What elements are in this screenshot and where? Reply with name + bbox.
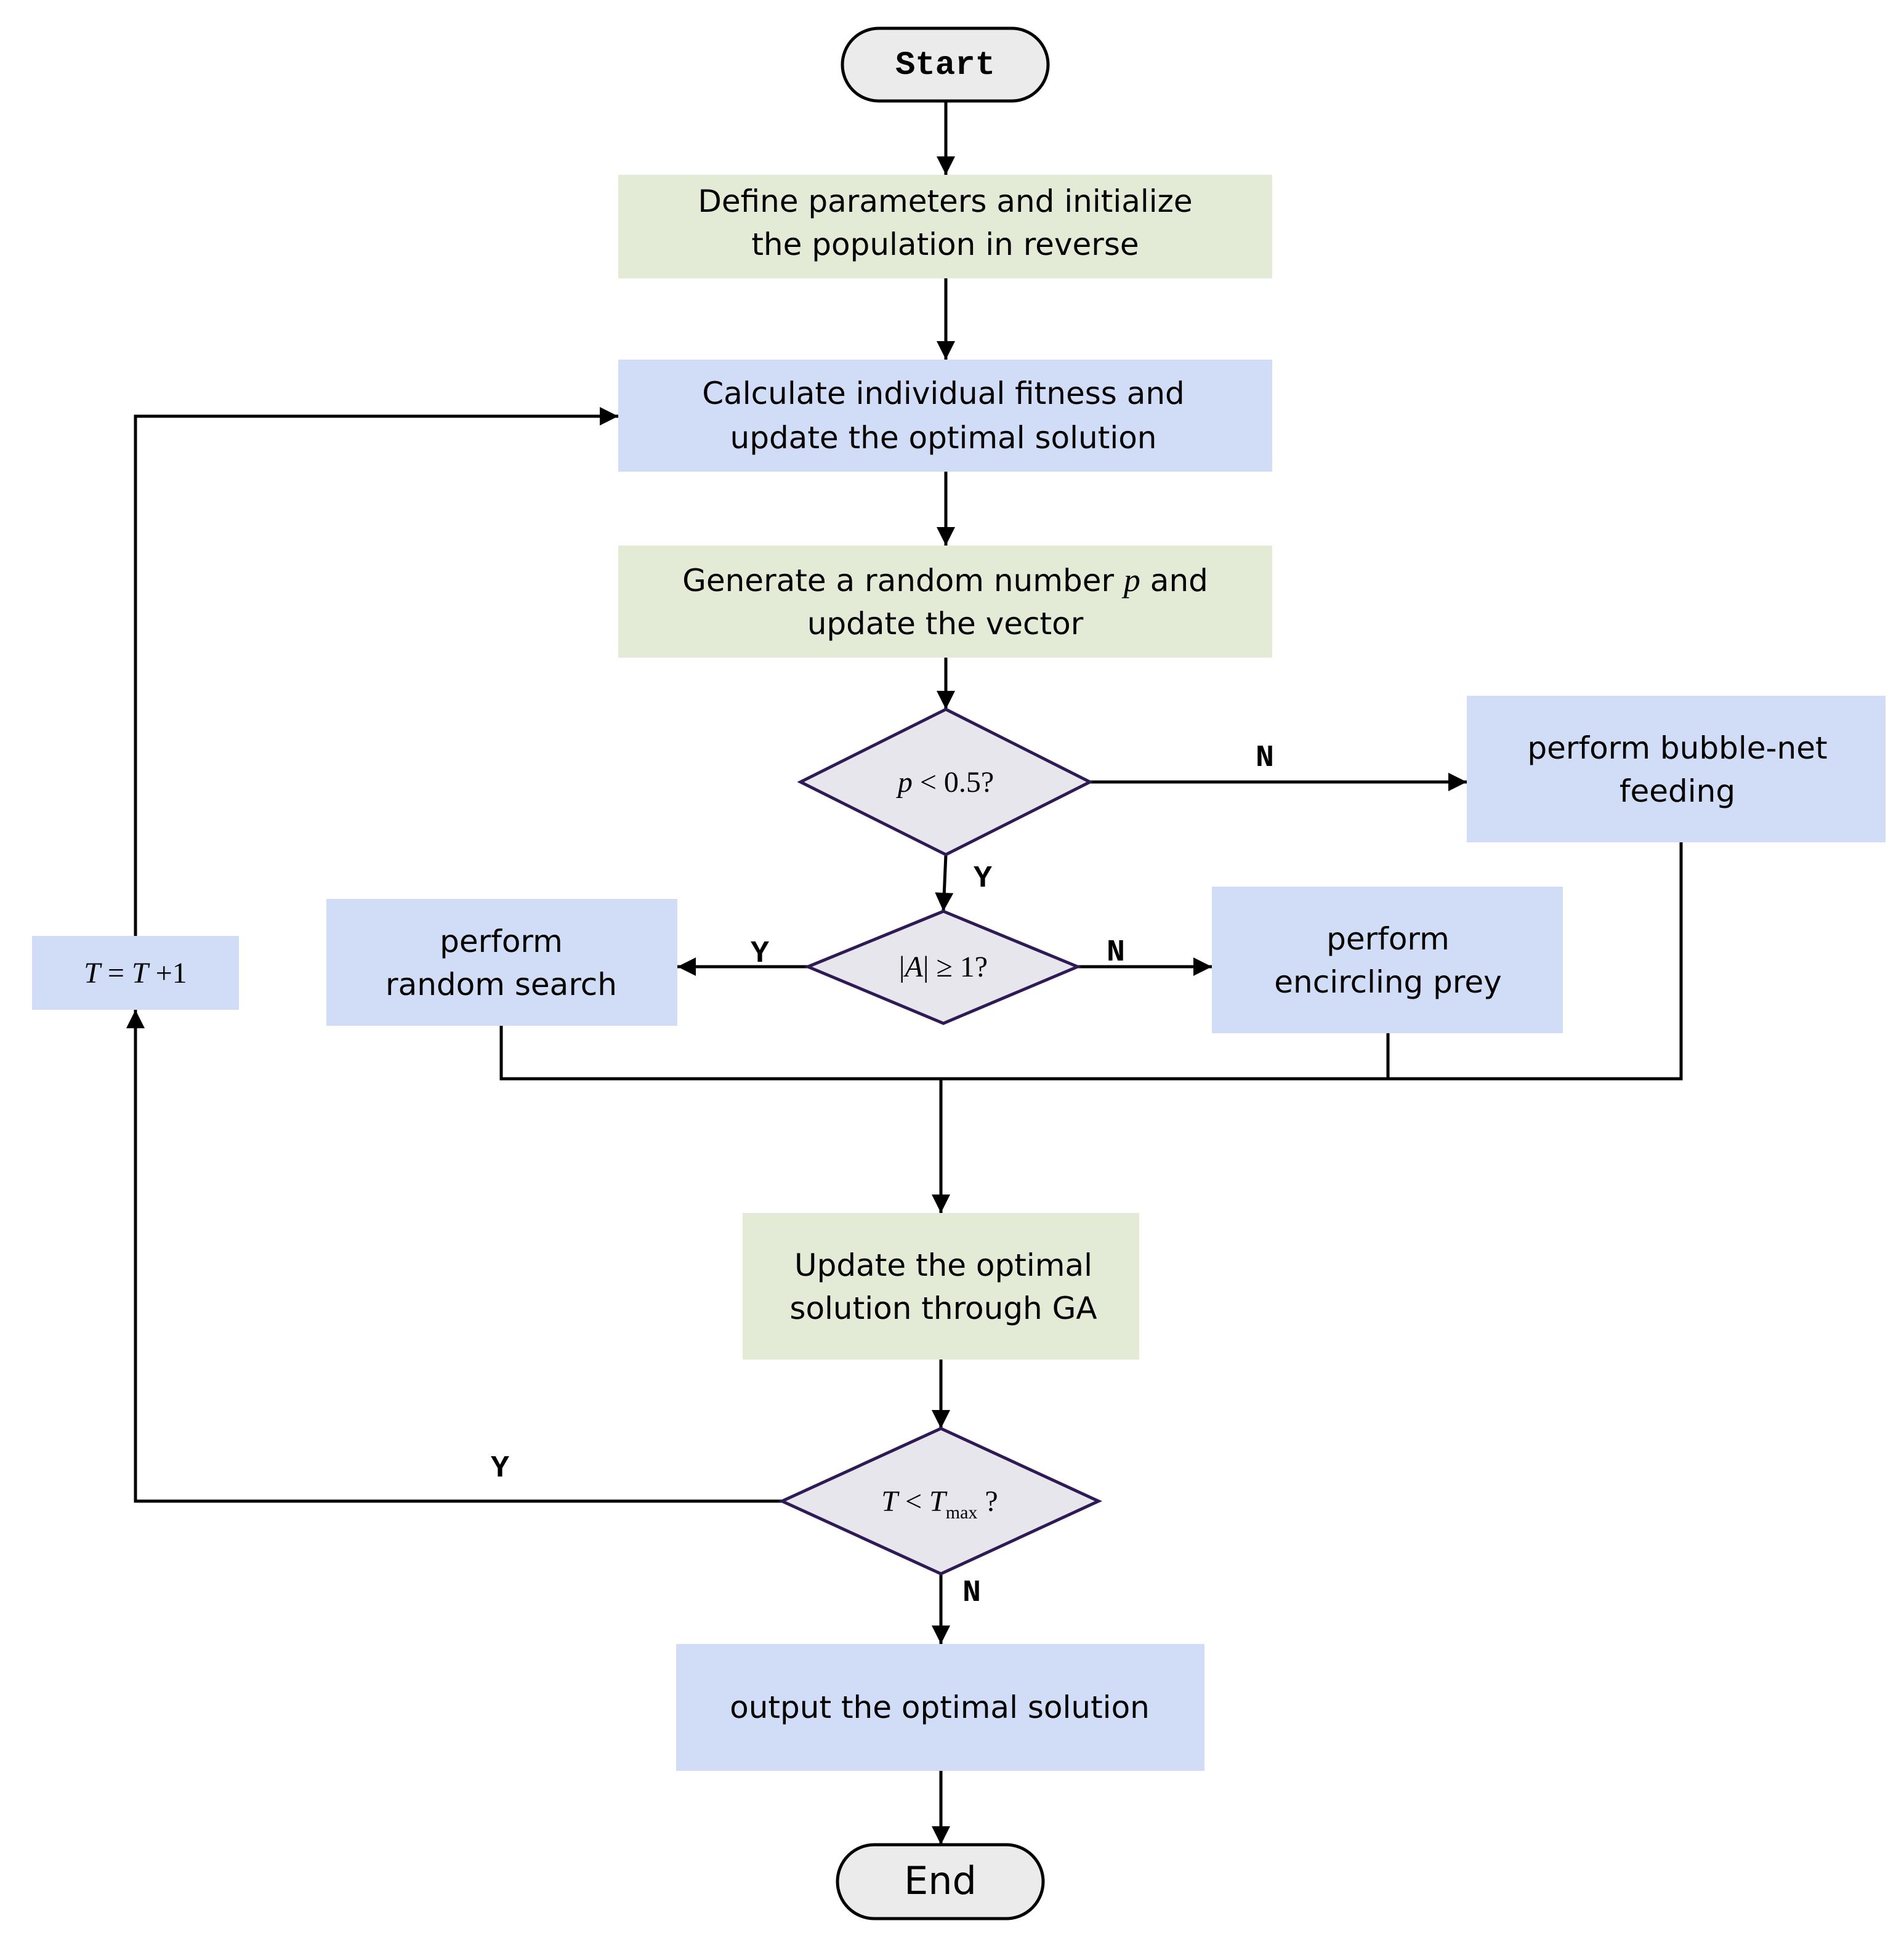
random-text-line2: update the vector xyxy=(807,606,1084,642)
output-node: output the optimal solution xyxy=(676,1644,1204,1771)
iter-plus-one: +1 xyxy=(148,957,187,989)
bubble-text-line2: feeding xyxy=(1620,773,1735,809)
fitness-text-line2: update the optimal solution xyxy=(730,420,1157,456)
start-terminal-shape xyxy=(841,26,1050,103)
search-node: perform random search xyxy=(326,899,677,1026)
iter-equals: = xyxy=(100,957,132,989)
iter-text: T = T +1 xyxy=(84,957,187,989)
end-node: End xyxy=(836,1843,1045,1920)
init-box xyxy=(618,175,1272,278)
decision-a-text: |A| ≥ 1? xyxy=(899,951,988,983)
decision-t-var: T xyxy=(881,1485,900,1518)
decision-p-diamond xyxy=(797,707,1094,856)
line-iter-to-fitness xyxy=(134,407,618,936)
encircle-text-line1: perform xyxy=(1326,921,1450,957)
fitness-text-line1: Calculate individual fitness and xyxy=(702,376,1185,411)
decision-a-bar-left: | xyxy=(899,951,905,983)
decision-a-var: A xyxy=(903,951,924,983)
random-text-line1: Generate a random number p and xyxy=(682,562,1208,598)
fitness-node: Calculate individual fitness and update … xyxy=(618,360,1272,472)
label-t-yes: Y xyxy=(491,1451,509,1486)
decision-t-diamond xyxy=(778,1427,1102,1576)
line-search-to-merge xyxy=(499,1026,941,1081)
init-text-line1: Define parameters and initialize xyxy=(698,183,1192,219)
line-bubble-to-merge xyxy=(1388,842,1683,1081)
label-t-no: N xyxy=(962,1576,981,1611)
label-p-no: N xyxy=(1256,741,1274,776)
bubble-text-line1: perform bubble-net xyxy=(1527,730,1827,766)
iter-var-t2: T xyxy=(132,957,150,989)
ga-node: Update the optimal solution through GA xyxy=(743,1213,1139,1360)
decision-t-node: T < Tmax ? xyxy=(778,1427,1102,1576)
ga-box xyxy=(743,1213,1139,1360)
bubble-node: perform bubble-net feeding xyxy=(1467,696,1886,842)
decision-a-bar-right: | xyxy=(923,951,929,983)
line-decision-t-yes-loop xyxy=(126,1010,782,1503)
arrow-decision-p-yes xyxy=(935,854,954,912)
label-a-no: N xyxy=(1107,935,1125,970)
random-text-a: Generate a random number xyxy=(682,563,1124,598)
random-text-b: and xyxy=(1140,563,1208,598)
search-text-line1: perform xyxy=(440,924,563,959)
bubble-box xyxy=(1467,696,1886,842)
decision-p-var: p xyxy=(896,766,913,799)
decision-a-rest: ≥ 1? xyxy=(929,951,988,983)
encircle-text-line2: encircling prey xyxy=(1274,964,1501,1000)
encircle-node: perform encircling prey xyxy=(1212,887,1563,1033)
decision-t-rest: ? xyxy=(977,1485,998,1518)
decision-a-node: |A| ≥ 1? xyxy=(804,909,1082,1025)
label-p-yes: Y xyxy=(974,861,992,896)
random-node: Generate a random number p and update th… xyxy=(618,546,1272,658)
decision-p-node: p < 0.5? xyxy=(797,707,1094,856)
encircle-box xyxy=(1212,887,1563,1033)
end-label: End xyxy=(904,1858,977,1903)
line-encircle-to-merge xyxy=(941,1033,1390,1081)
random-var-p: p xyxy=(1121,562,1140,598)
random-box xyxy=(618,546,1272,658)
start-label: Start xyxy=(895,47,995,84)
output-box xyxy=(676,1644,1204,1771)
decision-t-sub: max xyxy=(946,1502,978,1523)
decision-t-text: T < Tmax ? xyxy=(881,1485,998,1523)
decision-p-rest: < 0.5? xyxy=(913,766,994,799)
branch-labels: N Y Y N Y N xyxy=(491,741,1274,1611)
ga-text-line1: Update the optimal xyxy=(794,1247,1092,1283)
label-a-yes: Y xyxy=(751,937,769,972)
search-box xyxy=(326,899,677,1026)
start-node: Start xyxy=(841,26,1050,103)
iter-box xyxy=(32,936,239,1010)
decision-t-var2: T xyxy=(929,1485,948,1518)
fitness-box xyxy=(618,360,1272,472)
decision-p-text: p < 0.5? xyxy=(896,766,994,799)
output-text: output the optimal solution xyxy=(730,1690,1150,1725)
search-text-line2: random search xyxy=(385,967,617,1002)
connectors xyxy=(126,102,1683,1845)
end-terminal-shape xyxy=(836,1843,1045,1920)
iter-var-t: T xyxy=(84,957,102,989)
iter-node: T = T +1 xyxy=(32,936,239,1010)
init-text-line2: the population in reverse xyxy=(751,227,1139,262)
init-node: Define parameters and initialize the pop… xyxy=(618,175,1272,278)
decision-t-lt: < xyxy=(898,1485,929,1518)
ga-text-line2: solution through GA xyxy=(789,1291,1097,1326)
decision-a-diamond xyxy=(804,909,1082,1025)
